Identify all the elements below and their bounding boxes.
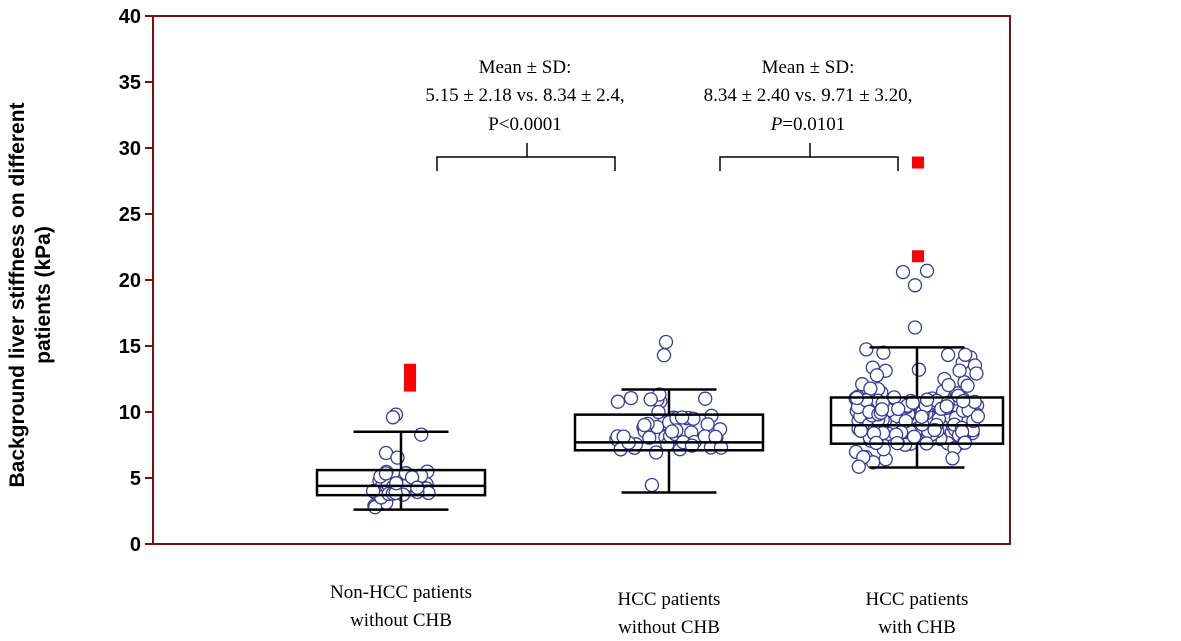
data-point <box>648 445 664 460</box>
data-point <box>911 362 927 377</box>
annotation-2-p-symbol: P <box>770 114 783 135</box>
data-point <box>644 477 660 493</box>
category-label-3-line2: with CHB <box>878 617 956 638</box>
data-point <box>642 430 657 445</box>
category-label-1-line1: Non-HCC patients <box>330 582 472 603</box>
data-point <box>907 278 923 293</box>
data-point <box>939 399 954 414</box>
data-point <box>906 429 922 444</box>
boxes <box>315 346 1005 511</box>
category-label-2-line1: HCC patients <box>618 589 721 610</box>
data-point <box>907 320 923 335</box>
data-point <box>700 417 715 432</box>
data-point <box>389 476 404 491</box>
data-point <box>698 391 713 406</box>
data-point <box>895 264 911 280</box>
data-point <box>969 366 984 381</box>
annotation-1-line2: 5.15 ± 2.18 vs. 8.34 ± 2.4, <box>425 85 624 106</box>
data-point <box>664 424 680 439</box>
data-point <box>869 368 885 383</box>
data-point <box>656 348 672 363</box>
data-point <box>970 409 986 424</box>
outlier-marker <box>912 250 924 263</box>
y-tick-label: 10 <box>119 402 141 424</box>
y-tick-label: 25 <box>119 204 141 226</box>
data-point <box>941 377 956 393</box>
y-tick-label: 5 <box>130 468 141 490</box>
category-label-1-line2: without CHB <box>350 610 452 631</box>
annotation-2-line2: 8.34 ± 2.40 vs. 9.71 ± 3.20, <box>704 85 913 106</box>
category-label-3-line1: HCC patients <box>866 589 969 610</box>
data-point <box>610 394 626 409</box>
y-tick-label: 35 <box>119 72 141 94</box>
data-point <box>410 480 425 495</box>
annotation-2-line1: Mean ± SD: <box>762 57 855 78</box>
y-axis-label-line2: patients (kPa) <box>32 226 55 364</box>
data-point <box>945 451 960 466</box>
annotation-1-line1: Mean ± SD: <box>479 57 572 78</box>
y-tick-label: 30 <box>119 138 141 160</box>
outlier-marker <box>912 156 924 169</box>
data-point <box>674 410 690 425</box>
data-point <box>960 378 975 393</box>
data-point <box>891 401 906 417</box>
annotation-2-line3: P=0.0101 <box>770 114 846 135</box>
data-point <box>927 422 942 438</box>
data-point <box>914 409 929 424</box>
data-point <box>940 347 956 363</box>
data-point <box>851 459 866 474</box>
data-point <box>414 427 429 442</box>
data-point <box>859 342 874 357</box>
data-point <box>919 263 935 278</box>
category-label-2-line2: without CHB <box>618 617 720 638</box>
y-tick-label: 0 <box>130 534 141 556</box>
data-point <box>658 334 674 350</box>
y-tick-label: 40 <box>119 6 141 28</box>
data-point <box>874 402 890 417</box>
data-point <box>385 410 401 425</box>
annotation-1-line3: P<0.0001 <box>488 114 562 135</box>
data-point <box>643 392 658 407</box>
data-point <box>905 395 920 410</box>
bracket-right <box>719 143 899 171</box>
data-point <box>952 363 967 378</box>
y-tick-label: 20 <box>119 270 141 292</box>
y-tick-label: 15 <box>119 336 141 358</box>
data-point <box>863 381 878 396</box>
plot-frame <box>152 15 1011 545</box>
y-axis-label-line1: Background liver stiffness on different <box>6 102 29 487</box>
data-point <box>637 417 652 433</box>
data-point <box>651 404 666 420</box>
data-point <box>623 390 639 406</box>
data-point <box>919 392 935 407</box>
bracket-left <box>436 143 616 171</box>
outlier-markers <box>404 156 924 392</box>
data-point <box>958 347 973 362</box>
y-axis-ticks: 0 5 10 15 20 25 30 35 40 <box>119 6 153 556</box>
outlier-marker <box>404 363 416 376</box>
annotation-2-p-value: =0.0101 <box>782 114 845 135</box>
